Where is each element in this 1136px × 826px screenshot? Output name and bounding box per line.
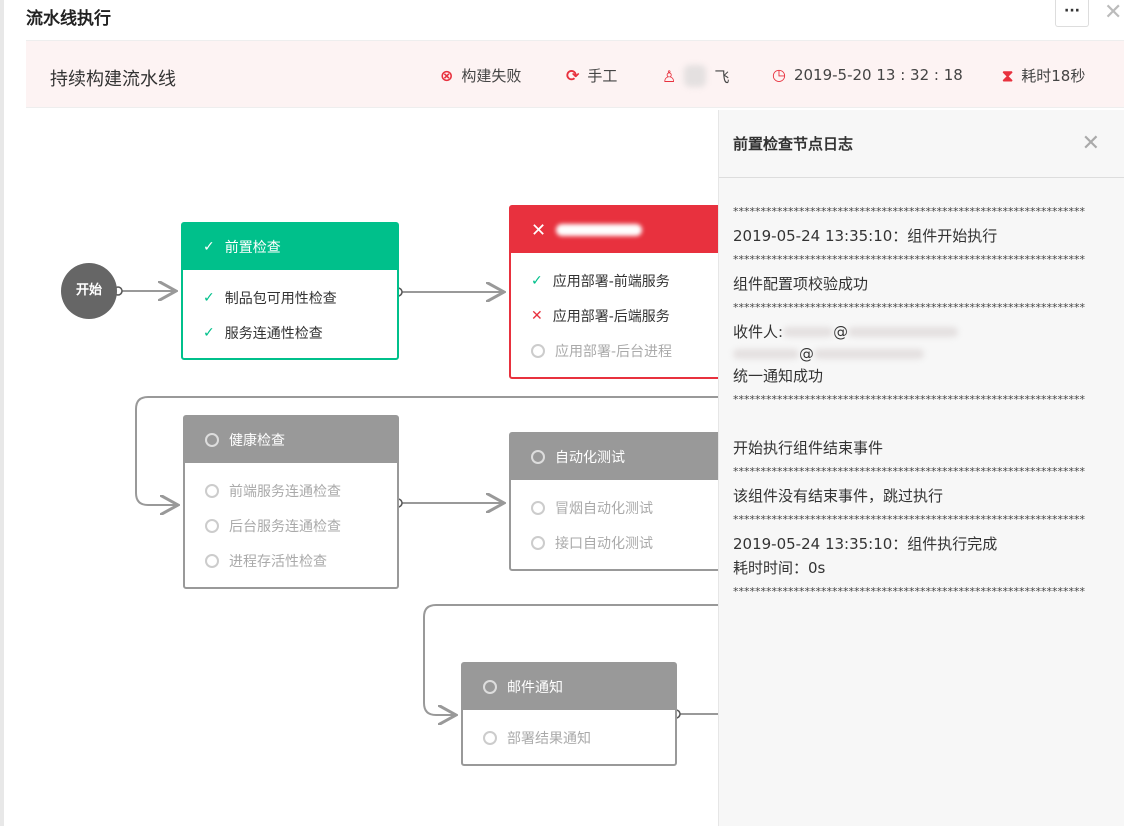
pending-circle-icon [483, 730, 497, 745]
time-info: ◷2019-5-20 13 : 32 : 18 [772, 65, 963, 84]
hourglass-icon: ⧗ [1002, 65, 1014, 85]
pending-circle-icon [205, 483, 219, 498]
duration-info: ⧗耗时18秒 [1002, 65, 1086, 86]
user-icon: ♙ [662, 66, 677, 86]
pipeline-canvas: 开始 ✓前置检查 ✓制品包可用性检查 ✓服务连通性检查 ✕ ✓应用部署-前端服务… [26, 110, 1124, 826]
log-line: 耗时时间：0s [733, 559, 826, 577]
log-content: ****************************************… [719, 178, 1124, 604]
blurred-text [814, 349, 924, 359]
log-line: 2019-05-24 13:35:10：组件执行完成 [733, 535, 998, 553]
log-separator: ****************************************… [733, 393, 1085, 406]
task-item[interactable]: 后台服务连通检查 [185, 508, 397, 543]
pending-circle-icon [205, 518, 219, 533]
log-separator: ****************************************… [733, 513, 1085, 526]
log-separator: ****************************************… [733, 585, 1085, 598]
start-node[interactable]: 开始 [61, 263, 117, 319]
stage-health-check[interactable]: 健康检查 前端服务连通检查 后台服务连通检查 进程存活性检查 [183, 415, 399, 589]
task-item[interactable]: ✓制品包可用性检查 [203, 289, 337, 307]
log-line: 2019-05-24 13:35:10：组件开始执行 [733, 227, 998, 245]
pending-circle-icon [483, 680, 497, 694]
blurred-title [556, 224, 643, 236]
log-separator: ****************************************… [733, 301, 1085, 314]
clock-icon: ◷ [772, 65, 786, 84]
stage-auto-test[interactable]: 自动化测试 冒烟自动化测试 接口自动化测试 [509, 432, 749, 571]
task-item[interactable]: 接口自动化测试 [511, 525, 747, 560]
task-item[interactable]: ✓应用部署-前端服务 [531, 272, 670, 290]
pipeline-summary: 持续构建流水线 ⊗构建失败 ⟳手工 ♙飞 ◷2019-5-20 13 : 32 … [26, 40, 1124, 108]
log-line: 组件配置项校验成功 [733, 275, 869, 293]
trigger-info: ⟳手工 [566, 66, 618, 85]
log-line: 开始执行组件结束事件 [733, 439, 884, 457]
status-badge: ⊗构建失败 [440, 66, 522, 85]
pending-circle-icon [205, 433, 219, 447]
check-icon: ✓ [203, 289, 215, 306]
window-title: 流水线执行 [26, 9, 111, 29]
log-separator: ****************************************… [733, 465, 1085, 478]
stage-deploy[interactable]: ✕ ✓应用部署-前端服务 ✕应用部署-后端服务 应用部署-后台进程 [509, 205, 749, 379]
close-icon[interactable]: ✕ [1081, 131, 1100, 156]
pending-circle-icon [205, 553, 219, 568]
left-border [0, 0, 4, 826]
log-panel: 前置检查节点日志 ✕ *****************************… [718, 110, 1124, 826]
failed-circle-icon: ⊗ [440, 66, 454, 85]
log-separator: ****************************************… [733, 253, 1085, 266]
check-icon: ✓ [531, 272, 543, 289]
log-line: 统一通知成功 [733, 367, 824, 385]
x-icon: ✕ [531, 219, 547, 241]
pending-circle-icon [531, 500, 545, 515]
log-line: 该组件没有结束事件，跳过执行 [733, 487, 944, 505]
blurred-text [783, 327, 834, 337]
check-icon: ✓ [203, 239, 215, 255]
task-item[interactable]: ✓服务连通性检查 [203, 324, 323, 342]
refresh-icon: ⟳ [566, 66, 580, 85]
log-line: @ [733, 344, 1110, 364]
pipeline-name: 持续构建流水线 [50, 69, 176, 90]
log-line: 收件人:@ [733, 320, 1110, 344]
stage-mail-notify[interactable]: 邮件通知 部署结果通知 [461, 662, 677, 766]
task-item[interactable]: 冒烟自动化测试 [511, 490, 747, 525]
pending-circle-icon [531, 450, 545, 464]
more-button[interactable]: ··· [1055, 0, 1089, 27]
blurred-text [848, 327, 959, 337]
log-separator: ****************************************… [733, 205, 1085, 218]
pending-circle-icon [531, 343, 545, 358]
pending-circle-icon [531, 535, 545, 550]
blurred-text [733, 349, 799, 359]
task-item[interactable]: 进程存活性检查 [185, 543, 397, 578]
task-item[interactable]: 应用部署-后台进程 [511, 333, 747, 368]
task-item[interactable]: 部署结果通知 [463, 720, 675, 755]
blurred-name [684, 65, 707, 87]
check-icon: ✓ [203, 324, 215, 341]
close-icon[interactable]: ✕ [1104, 0, 1123, 25]
x-icon: ✕ [531, 307, 543, 324]
log-panel-title: 前置检查节点日志 [733, 135, 854, 153]
stage-pre-check[interactable]: ✓前置检查 ✓制品包可用性检查 ✓服务连通性检查 [181, 222, 399, 360]
task-item[interactable]: ✕应用部署-后端服务 [531, 307, 670, 325]
user-info: ♙飞 [662, 65, 730, 87]
task-item[interactable]: 前端服务连通检查 [185, 473, 397, 508]
